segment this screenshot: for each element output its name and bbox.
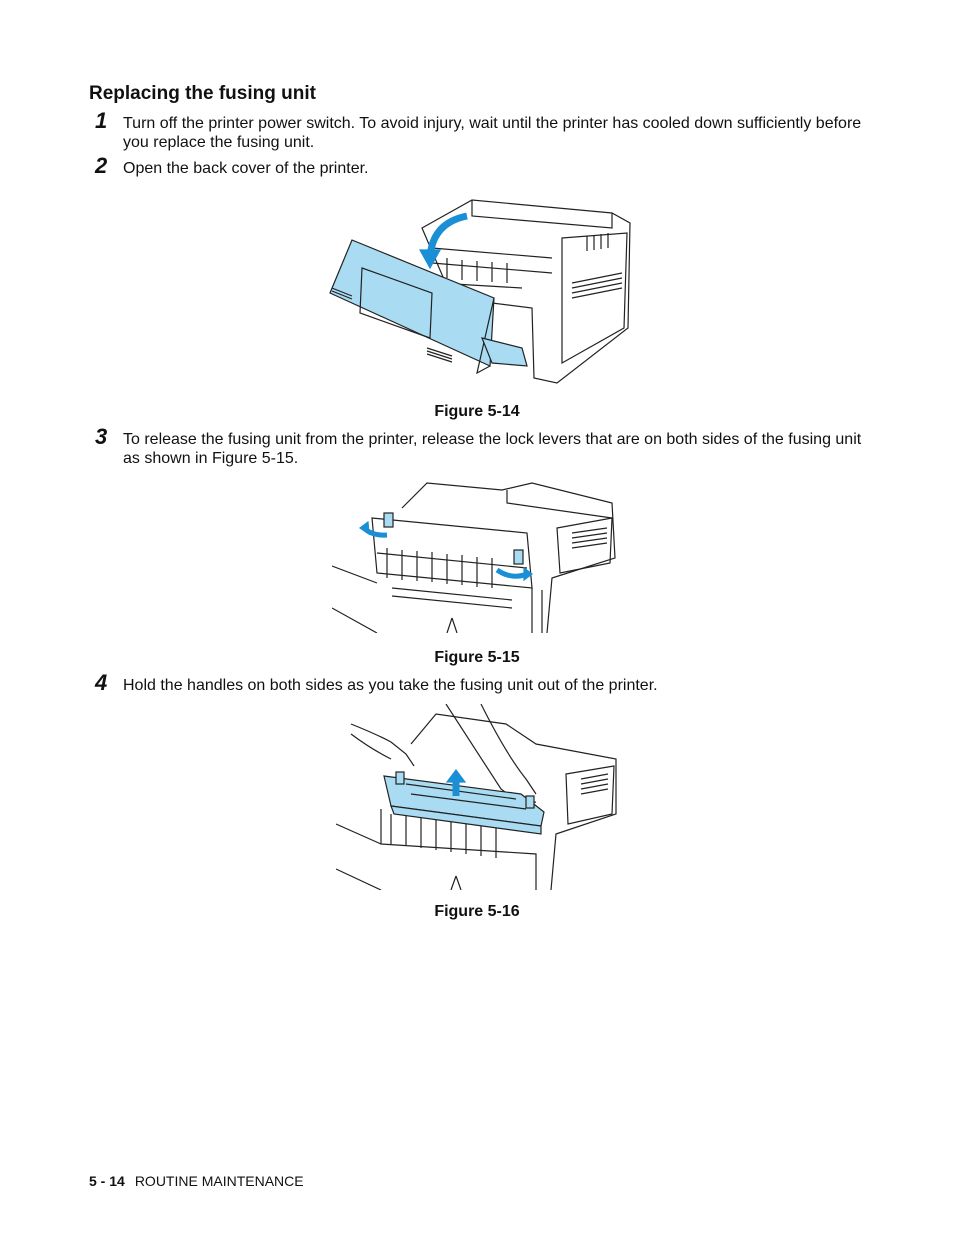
step-text: To release the fusing unit from the prin… <box>123 431 862 467</box>
figure-5-16-illustration <box>336 704 618 890</box>
step-number: 2 <box>95 153 108 178</box>
step-text: Hold the handles on both sides as you ta… <box>123 677 658 694</box>
step-number: 1 <box>95 108 108 133</box>
step-number: 4 <box>95 670 108 695</box>
section-title: Replacing the fusing unit <box>89 83 316 104</box>
step-text: Open the back cover of the printer. <box>123 160 369 177</box>
page-number: 5 - 14 <box>89 1173 125 1189</box>
figure-caption: Figure 5-16 <box>434 903 520 920</box>
figure-caption: Figure 5-14 <box>434 403 520 420</box>
chapter-title: ROUTINE MAINTENANCE <box>134 1173 304 1189</box>
figure-caption: Figure 5-15 <box>434 649 520 666</box>
step-number: 3 <box>95 424 108 449</box>
step-text: Turn off the printer power switch. To av… <box>123 115 862 151</box>
figure-5-14-illustration <box>322 188 634 388</box>
page-footer: 5 - 14 ROUTINE MAINTENANCE <box>89 1173 304 1189</box>
figure-5-15-illustration <box>332 478 618 633</box>
